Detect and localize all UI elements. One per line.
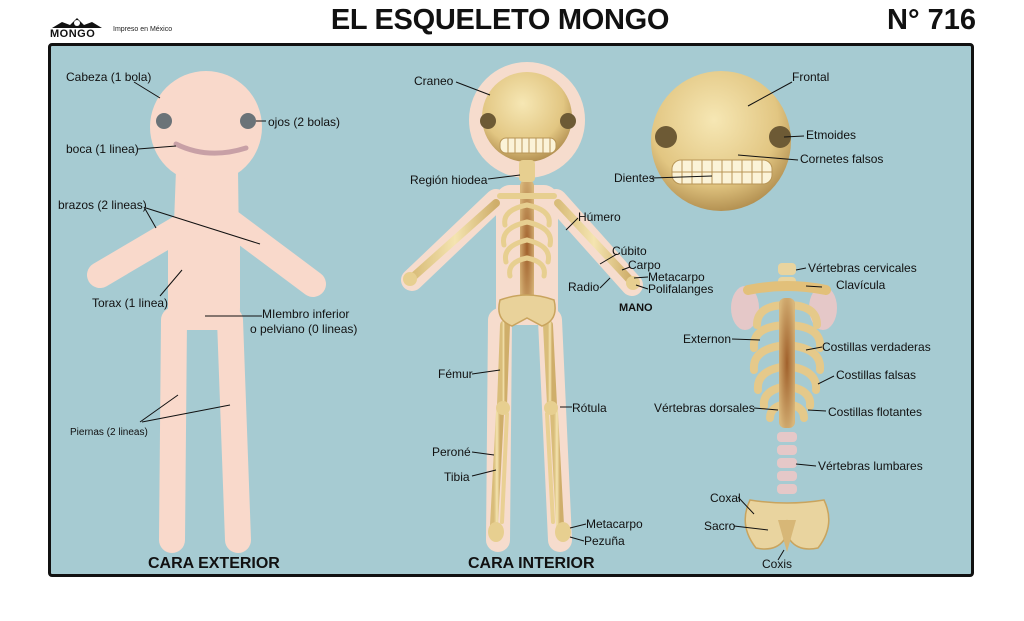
label-perone: Peroné <box>432 445 471 459</box>
imprint-text: Impreso en México <box>113 26 173 33</box>
label-frontal: Frontal <box>792 70 829 84</box>
label-torax: Torax (1 linea) <box>92 296 168 310</box>
exterior-mouth <box>173 141 249 156</box>
section-interior-title: CARA INTERIOR <box>468 555 595 572</box>
exterior-labels: Cabeza (1 bola) ojos (2 bolas) boca (1 l… <box>58 70 357 438</box>
label-cabeza: Cabeza (1 bola) <box>66 70 151 84</box>
label-brazos: brazos (2 lineas) <box>58 198 147 212</box>
label-rotula: Rótula <box>572 401 607 415</box>
spine-detail <box>731 263 837 552</box>
label-flotantes: Costillas flotantes <box>828 405 922 419</box>
header: MONGO Impreso en México EL ESQUELETO MON… <box>0 0 1024 42</box>
label-mano: MANO <box>619 302 653 314</box>
label-cornetes: Cornetes falsos <box>800 152 883 166</box>
skull-detail <box>651 71 791 211</box>
label-externon: Externon <box>683 332 731 346</box>
spine-labels: Vértebras cervicales Clavícula Externon … <box>654 261 931 571</box>
label-femur: Fémur <box>438 367 473 381</box>
label-cubito: Cúbito <box>612 244 647 258</box>
label-falsas: Costillas falsas <box>836 368 916 382</box>
label-boca: boca (1 linea) <box>66 142 139 156</box>
label-region-hiodea: Región hiodea <box>410 173 488 187</box>
brand-name: MONGO <box>50 28 96 40</box>
exterior-head <box>150 71 262 183</box>
label-polifalanges: Polifalanges <box>648 282 713 296</box>
label-etmoides: Etmoides <box>806 128 856 142</box>
label-verdaderas: Costillas verdaderas <box>822 340 931 354</box>
mongo-logo-icon <box>52 18 102 28</box>
label-craneo: Craneo <box>414 74 454 88</box>
label-carpo: Carpo <box>628 258 661 272</box>
label-coxis: Coxis <box>762 557 792 571</box>
label-miembro-1: MIembro inferior <box>262 307 349 321</box>
product-number: N° 716 <box>887 4 976 36</box>
section-exterior-title: CARA EXTERIOR <box>148 555 280 572</box>
skull-labels: Frontal Etmoides Cornetes falsos Dientes <box>614 70 883 185</box>
label-metacarpo: Metacarpo <box>648 270 705 284</box>
label-cervicales: Vértebras cervicales <box>808 261 917 275</box>
label-tibia: Tibia <box>444 470 470 484</box>
exterior-eye-left <box>156 113 172 129</box>
label-lumbares: Vértebras lumbares <box>818 459 923 473</box>
interior-figure <box>401 62 643 552</box>
label-metacarpo-pie: Metacarpo <box>586 517 643 531</box>
label-ojos: ojos (2 bolas) <box>268 115 340 129</box>
exterior-eye-right <box>240 113 256 129</box>
label-pezuna: Pezuña <box>584 534 625 548</box>
label-dorsales: Vértebras dorsales <box>654 401 755 415</box>
label-sacro: Sacro <box>704 519 736 533</box>
label-humero: Húmero <box>578 210 621 224</box>
label-radio: Radio <box>568 280 600 294</box>
label-piernas: Piernas (2 lineas) <box>70 427 148 438</box>
exterior-figure <box>87 71 326 553</box>
interior-labels: Craneo Región hiodea Húmero Cúbito Carpo… <box>410 74 713 548</box>
label-dientes: Dientes <box>614 171 655 185</box>
page-title: EL ESQUELETO MONGO <box>330 4 670 36</box>
label-miembro-2: o pelviano (0 lineas) <box>250 322 357 336</box>
label-clavicula: Clavícula <box>836 278 886 292</box>
label-coxal: Coxal <box>710 491 741 505</box>
